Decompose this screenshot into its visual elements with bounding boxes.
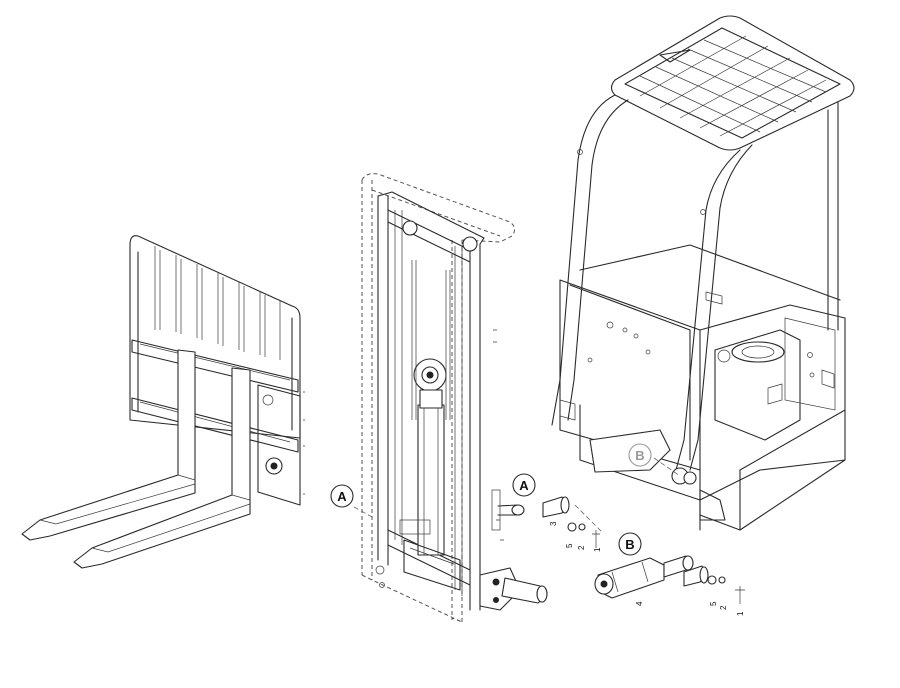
- callout-a-parts: A: [512, 473, 536, 497]
- part-number: 2: [577, 545, 586, 550]
- callout-b-parts: B: [618, 532, 642, 556]
- mast-assembly: [361, 173, 548, 623]
- callout-label: B: [635, 448, 644, 463]
- truck-body: [551, 15, 855, 531]
- part-number: 1: [593, 547, 602, 552]
- parts-group-b: [594, 555, 745, 604]
- part-number: 1: [736, 611, 745, 616]
- leader-lines: [353, 457, 681, 518]
- parts-group-a: [542, 496, 604, 548]
- part-number: 3: [549, 521, 558, 526]
- part-number: 5: [709, 601, 718, 606]
- callout-label: A: [337, 489, 347, 504]
- part-numbers-b: 4 5 2 1: [635, 601, 745, 616]
- callout-b-chassis: B: [628, 443, 652, 467]
- callout-label: A: [519, 478, 529, 493]
- callout-a-mast: A: [330, 484, 354, 508]
- part-number: 4: [635, 601, 644, 606]
- part-numbers-a: 3 5 2 1: [549, 521, 602, 552]
- fork-carriage: [21, 235, 305, 569]
- part-number: 5: [565, 543, 574, 548]
- part-number: 2: [719, 605, 728, 610]
- callout-label: B: [625, 537, 634, 552]
